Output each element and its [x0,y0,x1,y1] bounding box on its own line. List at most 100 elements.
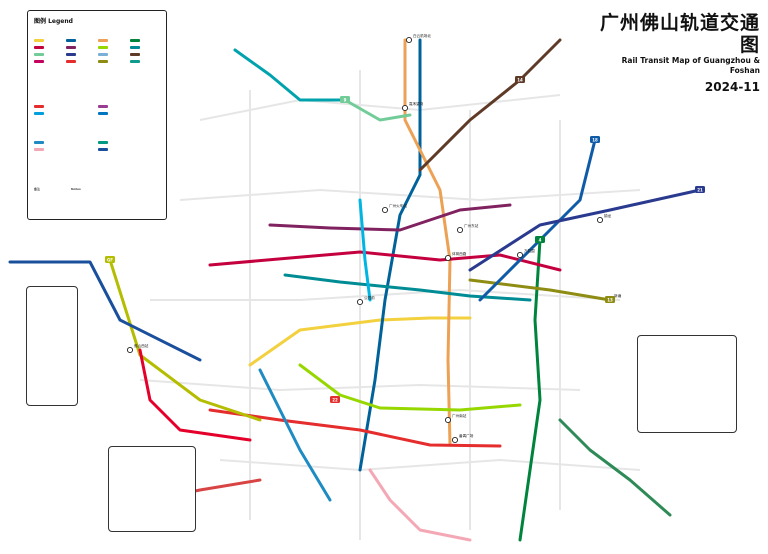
rail-line-fs2 [138,348,252,442]
line-badge-label: GF [107,258,113,263]
legend-line-entry [66,44,78,50]
station-label: 广州南站 [452,413,467,418]
legend-line-entry [98,44,110,50]
line-badge [590,136,600,143]
line-badge [340,96,350,103]
legend-line-entry [130,51,142,57]
station-label: 体育西路 [452,251,467,256]
station-marker[interactable] [405,36,413,44]
legend-color-swatch [98,147,108,151]
line-badge [515,76,525,83]
legend-line-entry [98,37,110,43]
rail-line-l5 [208,250,562,272]
inset-panel-west [26,286,78,406]
legend-color-swatch [130,38,140,42]
rail-line-l14 [418,38,562,172]
legend-color-swatch [66,38,76,42]
station-marker[interactable] [516,251,524,259]
station-label: 万胜围 [524,248,535,253]
legend-line-entry [34,103,46,109]
legend-color-swatch [34,140,44,144]
legend-line-entry [34,146,46,152]
rail-line-l21 [468,188,702,272]
background-street [139,379,581,392]
legend-notes-title-en: Notes [70,187,81,191]
legend-heading: 图例 Legend [34,18,73,25]
rail-line-l8 [283,273,532,302]
legend-color-swatch [34,147,44,151]
map-title-en: Rail Transit Map of Guangzhou & Foshan [621,56,760,75]
legend-line-entry [98,110,110,116]
legend-color-swatch [98,45,108,49]
line-badge-label: 18 [592,138,598,143]
legend-color-swatch [98,140,108,144]
station-label: 嘉禾望岗 [409,101,424,106]
rail-line-l7 [298,363,522,412]
legend-color-swatch [98,59,108,63]
line-badge [105,256,115,263]
background-street [219,458,641,472]
legend-panel: 图例 Legend 备注 Notes [27,10,167,220]
legend-line-entry [98,58,110,64]
background-street-network [139,70,641,540]
rail-line-sub [368,468,472,542]
legend-line-entry [98,139,110,145]
station-marker[interactable] [381,206,389,214]
legend-color-swatch [130,45,140,49]
rail-line-l6 [268,203,512,232]
rail-line-fs3 [258,368,332,502]
station-marker[interactable] [126,346,134,354]
legend-line-entry [98,103,110,109]
station-label: 镇龙 [604,213,612,218]
station-label: 公园前 [364,295,375,300]
station-marker[interactable] [356,298,364,306]
legend-line-entry [34,44,46,50]
legend-line-entry [34,110,46,116]
legend-color-swatch [66,45,76,49]
map-title-cn: 广州佛山轨道交通图 [599,12,760,56]
station-label: 新塘 [614,293,622,298]
line-badge-label: 21 [697,188,703,193]
legend-color-swatch [130,59,140,63]
legend-color-swatch [98,111,108,115]
inset-panel-south [108,446,196,532]
legend-color-swatch [34,38,44,42]
legend-line-entry [34,139,46,145]
legend-line-entry [130,37,142,43]
background-street [199,94,561,121]
station-marker[interactable] [596,216,604,224]
line-badge-label: 22 [332,398,338,403]
station-marker[interactable] [444,416,452,424]
station-label: 白云机场北 [413,33,431,38]
line-badge [535,236,545,243]
rail-line-icr [8,260,202,362]
legend-line-entry [98,51,110,57]
legend-line-entry [34,58,46,64]
legend-notes: 备注 Notes [34,187,162,191]
legend-line-entry [34,51,46,57]
legend-line-entry [130,58,142,64]
station-label: 广州东站 [464,223,479,228]
station-marker[interactable] [401,104,409,112]
station-marker[interactable] [456,226,464,234]
line-badge [330,396,340,403]
legend-color-swatch [34,45,44,49]
legend-line-entry [66,37,78,43]
legend-color-swatch [98,104,108,108]
station-marker[interactable] [451,436,459,444]
inset-panel-east [637,335,737,433]
station-marker[interactable] [444,254,452,262]
background-street [150,288,621,301]
rail-line-nh [233,48,347,102]
line-badge [695,186,705,193]
legend-color-swatch [34,59,44,63]
legend-line-entry [98,146,110,152]
map-date: 2024-11 [704,80,760,94]
map-title-block: 广州佛山轨道交通图 Rail Transit Map of Guangzhou … [592,12,760,97]
line-badge-label: 13 [607,298,613,303]
rail-line-l1 [248,316,472,367]
legend-color-swatch [98,38,108,42]
station-label: 番禺广场 [459,433,474,438]
legend-color-swatch [34,104,44,108]
